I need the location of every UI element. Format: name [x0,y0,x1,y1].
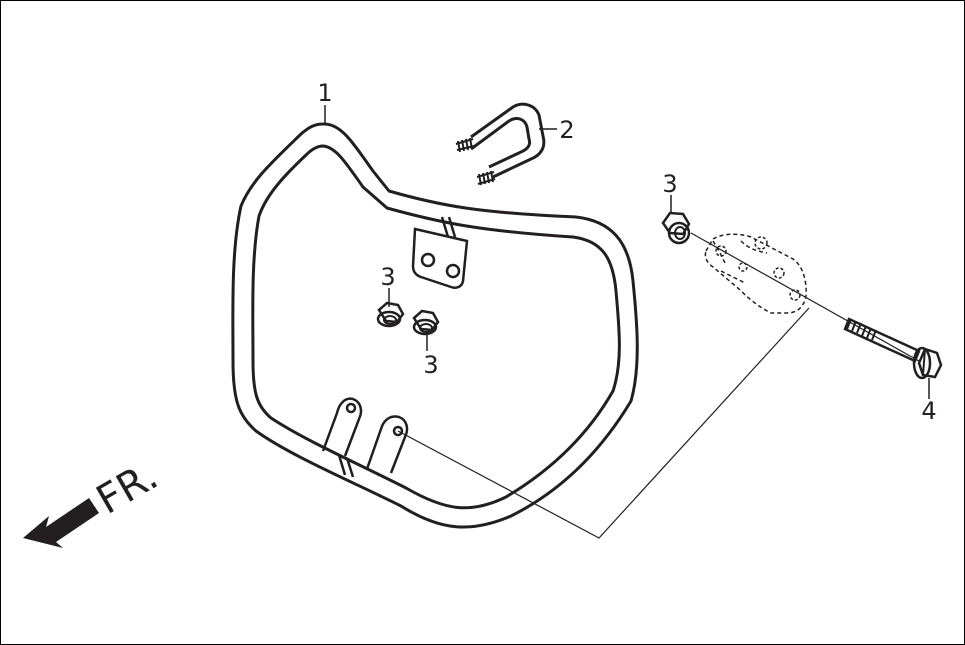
callout-part-2: 2 [559,116,574,144]
callout-part-1: 1 [317,79,332,107]
flange-nut-right [412,309,440,336]
callout-leaders [324,105,930,399]
front-direction-arrow-icon [23,498,99,548]
flange-nut-left [376,301,405,328]
u-bolt [455,102,546,186]
assembly-lines [397,232,920,539]
flange-bolt [843,317,943,380]
callout-part-3-left: 3 [380,263,395,291]
mounting-bracket-ghost [704,233,807,314]
callout-part-3-center: 3 [423,351,438,379]
callout-part-4: 4 [921,397,936,425]
guard-frame [231,122,639,529]
callout-part-3-right: 3 [662,170,677,198]
front-direction-label: FR. [89,453,166,524]
flange-nut-upper-right [661,211,691,245]
